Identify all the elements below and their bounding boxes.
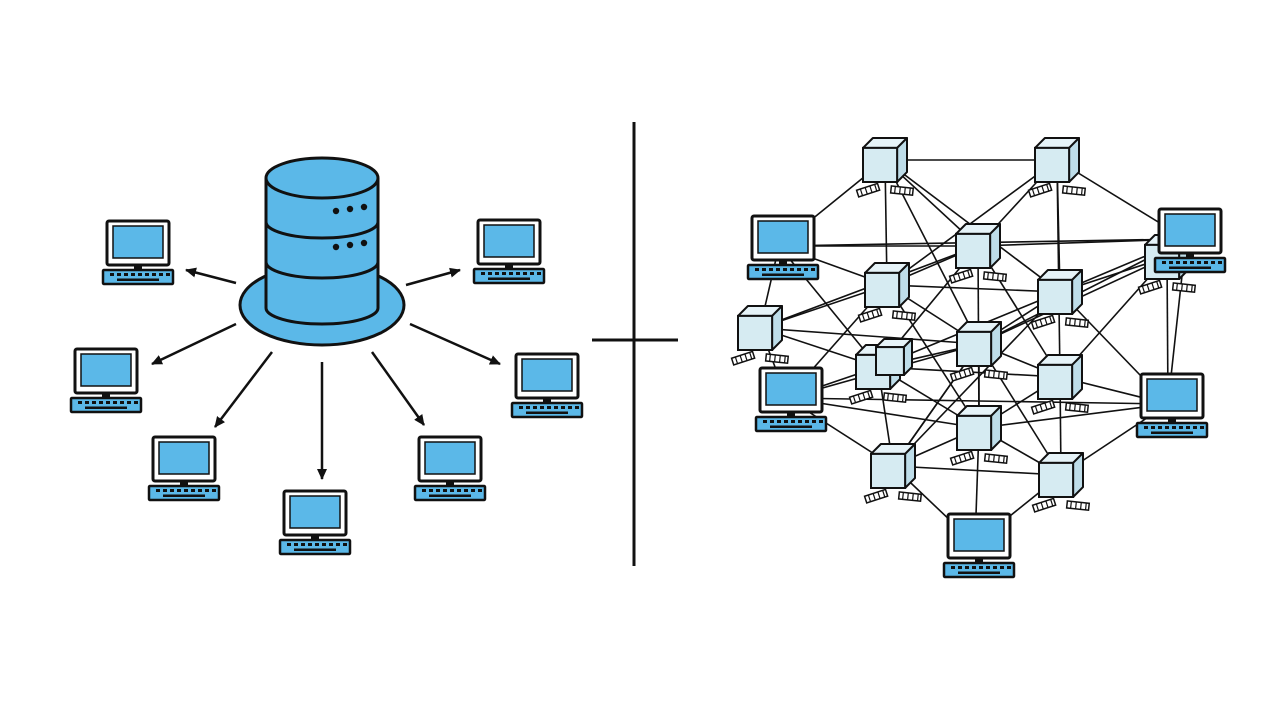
server-arrow xyxy=(409,322,501,366)
mesh-link xyxy=(978,403,1169,429)
computer-icon xyxy=(472,218,546,285)
server-arrow xyxy=(214,351,273,428)
cube-node-icon xyxy=(730,305,790,366)
computer-icon xyxy=(1153,207,1227,274)
cube-node-icon xyxy=(1031,452,1091,513)
cube-node-icon xyxy=(875,338,913,377)
server-arrow xyxy=(370,351,426,426)
computer-icon xyxy=(942,512,1016,579)
cube-node-icon xyxy=(863,443,923,504)
computer-icon xyxy=(413,435,487,502)
computer-icon xyxy=(147,435,221,502)
server-arrow xyxy=(151,322,237,366)
cube-node-icon xyxy=(1027,137,1087,198)
database-server-icon xyxy=(238,156,406,347)
computer-icon xyxy=(69,347,143,414)
server-arrow xyxy=(405,267,461,287)
cube-node-icon xyxy=(857,262,917,323)
cube-node-icon xyxy=(855,137,915,198)
mesh-link xyxy=(759,327,980,345)
computer-icon xyxy=(101,219,175,286)
cube-node-icon xyxy=(1030,269,1090,330)
mesh-link xyxy=(886,284,1061,293)
cube-node-icon xyxy=(949,405,1009,466)
decentralized-network xyxy=(730,137,1227,579)
cube-node-icon xyxy=(949,321,1009,382)
mesh-link xyxy=(886,159,1058,286)
cube-node-icon xyxy=(948,223,1008,284)
cube-node-icon xyxy=(1030,354,1090,415)
computer-icon xyxy=(278,489,352,556)
server-arrow xyxy=(185,267,237,285)
mesh-link xyxy=(892,291,1061,467)
mesh-link xyxy=(892,465,1062,476)
centralized-network xyxy=(69,156,584,556)
mesh-link xyxy=(786,397,1169,405)
computer-icon xyxy=(746,214,820,281)
computer-icon xyxy=(754,366,828,433)
divider-cross xyxy=(592,122,678,566)
computer-icon xyxy=(510,352,584,419)
computer-icon xyxy=(1135,372,1209,439)
